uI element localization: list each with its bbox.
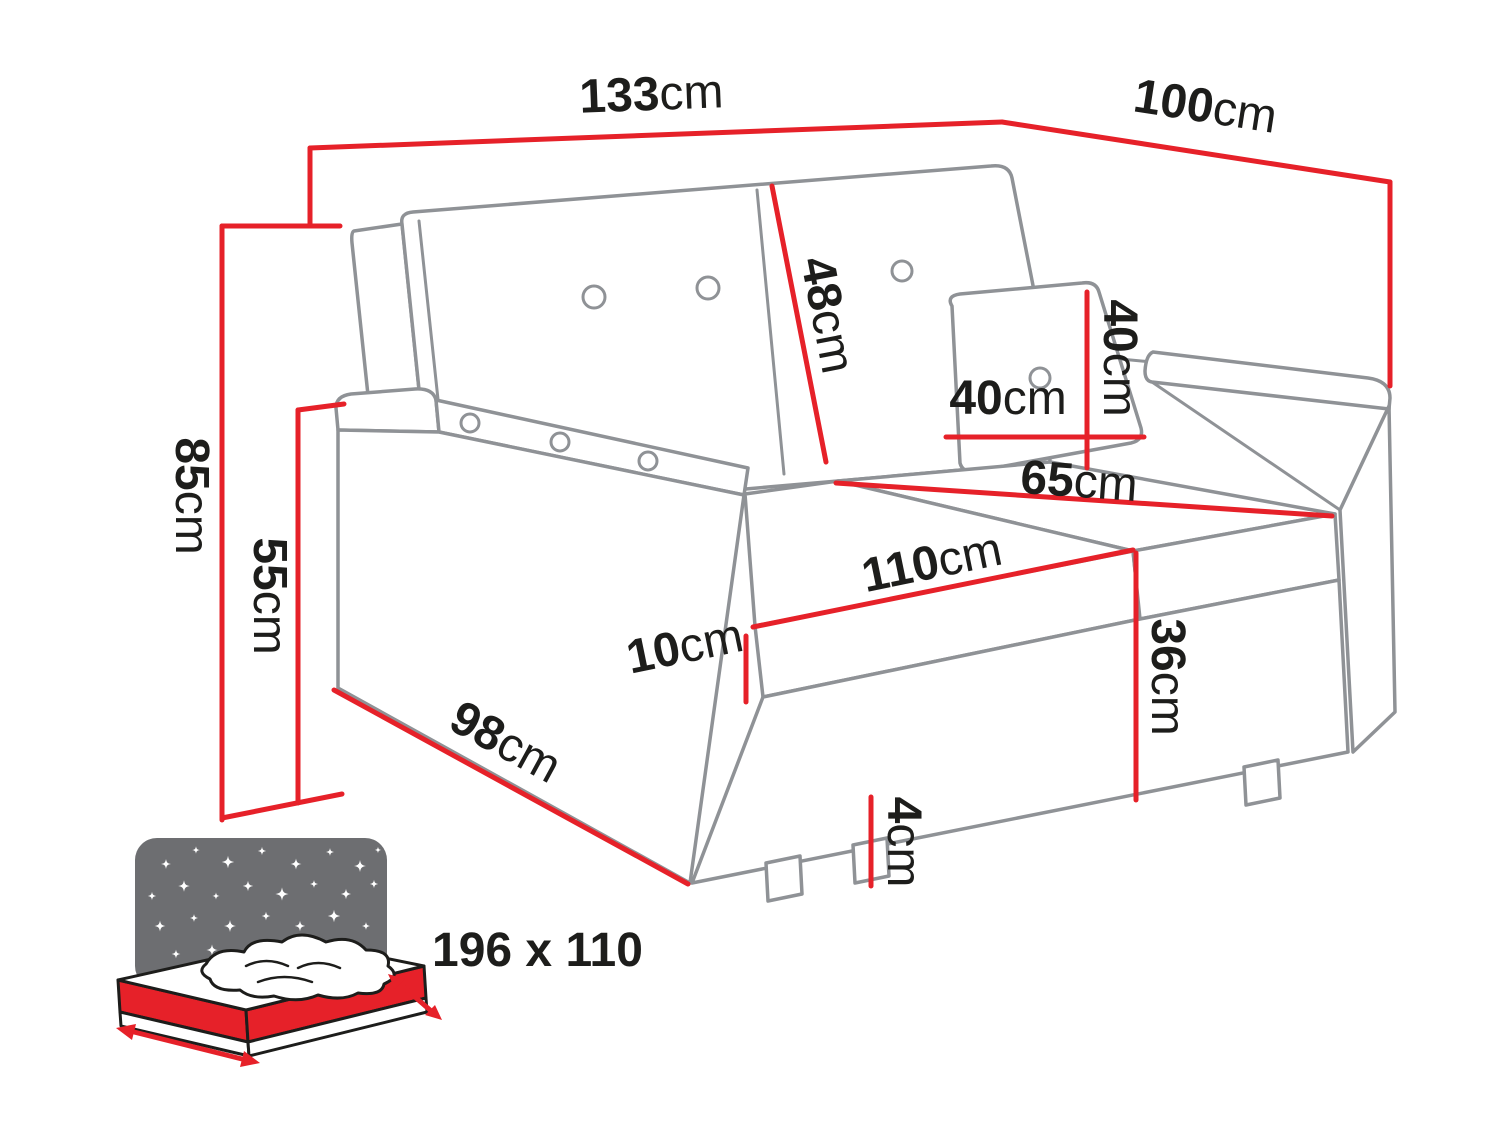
sofa-foot (764, 854, 804, 903)
sofa-backrest-seam (755, 188, 786, 476)
dim-line-side-length (331, 687, 691, 887)
dim-seat-depth-label: 65cm (1019, 451, 1140, 512)
dim-cushion-thickness-label: 10cm (622, 609, 748, 685)
dim-line-overall-depth (999, 119, 1393, 185)
dim-line-seat-width (750, 547, 1136, 630)
sofa-base (690, 578, 1350, 885)
depth-arrow (388, 974, 442, 1020)
sofa-right-arm-front-edge (1150, 380, 1342, 512)
dim-leg-height-label: 4cm (877, 797, 930, 888)
blanket-folds (244, 959, 342, 984)
dim-seat-height-label: 36cm (1141, 618, 1194, 735)
dim-tick-armrest-top (295, 401, 347, 413)
armrest-button (637, 450, 659, 472)
dim-overall-width-label: 133cm (578, 65, 724, 123)
dim-overall-height-label: 85cm (165, 437, 218, 554)
sofa-left-side-panel (336, 428, 746, 885)
sofa-right-armrest-band (1143, 350, 1392, 411)
dim-armrest-height-label: 55cm (243, 537, 296, 654)
sofa-foot (1242, 758, 1282, 807)
dim-backrest-height-label: 48cm (790, 252, 864, 377)
dim-line-seat-depth (833, 480, 1335, 519)
mattress-base-right (246, 996, 429, 1058)
dim-line-backrest-height (769, 183, 829, 465)
mattress (116, 933, 429, 1058)
armrest-button (459, 412, 481, 434)
dim-overall-depth-label: 100cm (1130, 69, 1280, 143)
dim-pillow-height-label: 40cm (1093, 299, 1146, 416)
dim-pillow-width-label: 40cm (949, 372, 1066, 425)
sofa-right-side-panel (1338, 404, 1397, 754)
pillow-button (1028, 366, 1052, 390)
sofa-left-armrest-cap (334, 387, 441, 434)
backrest-button (695, 275, 721, 301)
backrest-button (890, 259, 914, 283)
sofa-illustration (334, 164, 1397, 903)
sleeping-area-label: 196 x 110 (432, 924, 643, 977)
dimension-lines (219, 119, 1393, 889)
sleeping-area-icon: 196 x 110 (116, 838, 643, 1067)
width-arrow (116, 1024, 260, 1067)
dim-tick-height-bottom (219, 791, 345, 821)
backrest-button (581, 284, 607, 310)
armrest-button (549, 431, 571, 453)
dim-line-overall-width (307, 119, 1005, 151)
